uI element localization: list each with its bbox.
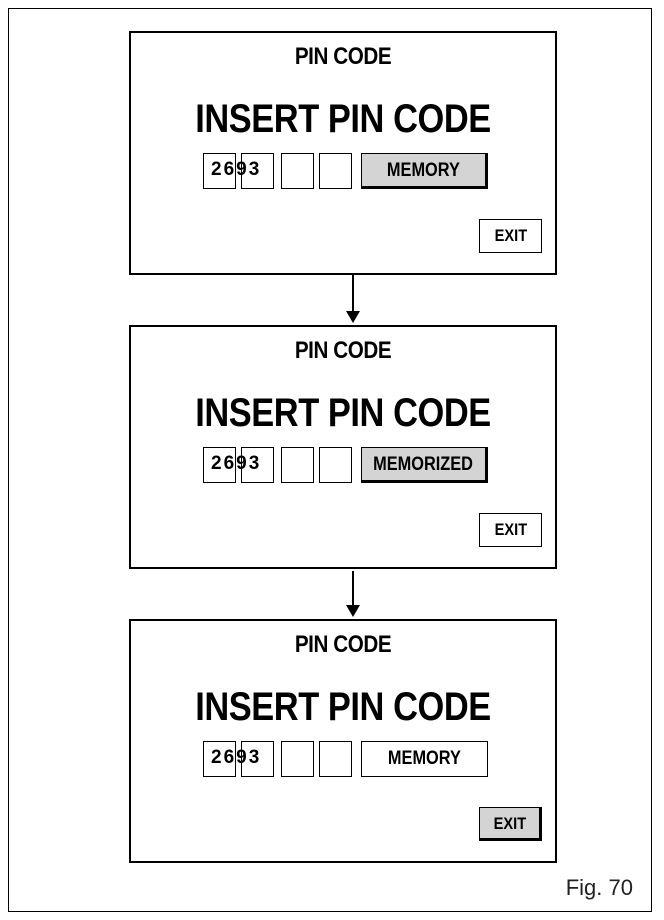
screen-heading: INSERT PIN CODE: [195, 391, 491, 435]
pin-screen-3: PIN CODE INSERT PIN CODE 2693 MEMORY EXI…: [129, 619, 557, 863]
memory-button-label: MEMORY: [388, 748, 461, 769]
screen-heading: INSERT PIN CODE: [195, 685, 491, 729]
pin-digit-box-1[interactable]: [203, 153, 236, 189]
exit-button[interactable]: EXIT: [479, 513, 542, 547]
pin-digit-box-3[interactable]: [281, 447, 314, 483]
pin-digit-box-2[interactable]: [241, 153, 274, 189]
pin-digits: 2693: [211, 747, 262, 768]
pin-digit-box-4[interactable]: [319, 447, 352, 483]
memory-button-label: MEMORIZED: [373, 454, 474, 475]
exit-button-label: EXIT: [493, 814, 526, 833]
pin-digit-box-1[interactable]: [203, 741, 236, 777]
memory-button[interactable]: MEMORY: [361, 153, 488, 189]
flow-arrow-1: [345, 275, 361, 325]
exit-button[interactable]: EXIT: [479, 807, 542, 841]
screen-title: PIN CODE: [294, 43, 392, 70]
memory-button[interactable]: MEMORIZED: [361, 447, 488, 483]
pin-digit-box-3[interactable]: [281, 741, 314, 777]
screen-heading: INSERT PIN CODE: [195, 97, 491, 141]
pin-screen-1: PIN CODE INSERT PIN CODE 2693 MEMORY EXI…: [129, 31, 557, 275]
memory-button[interactable]: MEMORY: [361, 741, 488, 777]
pin-digits: 2693: [211, 159, 262, 180]
memory-button-label: MEMORY: [387, 160, 460, 181]
screen-title: PIN CODE: [294, 337, 392, 364]
exit-button-label: EXIT: [494, 520, 527, 539]
exit-button-label: EXIT: [494, 226, 527, 245]
pin-digit-box-4[interactable]: [319, 741, 352, 777]
pin-digit-box-3[interactable]: [281, 153, 314, 189]
pin-screen-2: PIN CODE INSERT PIN CODE 2693 MEMORIZED …: [129, 325, 557, 569]
figure-label: Fig. 70: [565, 875, 633, 900]
figure-frame: PIN CODE INSERT PIN CODE 2693 MEMORY EXI…: [8, 8, 652, 912]
pin-digit-box-1[interactable]: [203, 447, 236, 483]
screen-title: PIN CODE: [294, 631, 392, 658]
pin-digits: 2693: [211, 453, 262, 474]
pin-digit-box-4[interactable]: [319, 153, 352, 189]
pin-digit-box-2[interactable]: [241, 741, 274, 777]
pin-digit-box-2[interactable]: [241, 447, 274, 483]
exit-button[interactable]: EXIT: [479, 219, 542, 253]
flow-arrow-2: [345, 571, 361, 621]
